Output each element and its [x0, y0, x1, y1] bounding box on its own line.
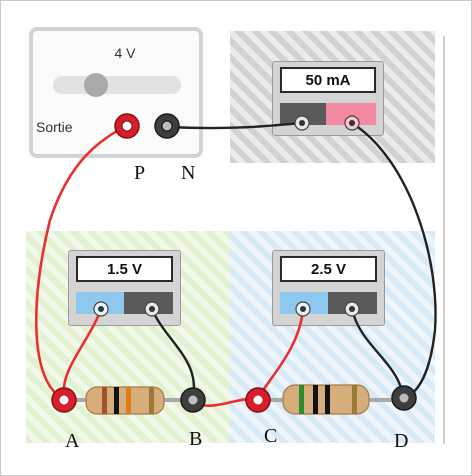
supply-voltage-value: 4 V — [114, 45, 136, 61]
clip-c — [245, 387, 271, 413]
terminal-p — [114, 113, 140, 139]
meter-sockets — [93, 115, 360, 317]
clip-b — [180, 387, 206, 413]
wire-n-to-ammeter — [166, 121, 303, 130]
label-d: D — [394, 430, 409, 452]
wire-ammeter-to-d — [351, 121, 437, 400]
ammeter-plus-port — [326, 103, 376, 125]
voltage-slider-knob[interactable] — [84, 73, 108, 97]
clip-a — [51, 387, 77, 413]
voltmeter-2: 2.5 V — [272, 250, 385, 326]
voltmeter-2-display: 2.5 V — [280, 256, 377, 282]
ammeter-display: 50 mA — [280, 67, 376, 93]
output-label: Sortie — [36, 119, 73, 135]
ammeter-com-port — [280, 103, 326, 125]
resistor-1 — [85, 386, 165, 415]
wire-v2-com-to-d — [350, 308, 405, 395]
wire-p-to-a — [34, 124, 127, 400]
voltmeter-1: 1.5 V — [68, 250, 181, 326]
label-c: C — [264, 425, 278, 447]
divider-line — [443, 36, 445, 444]
clip-d — [391, 385, 417, 411]
label-n: N — [181, 162, 196, 184]
voltmeter-1-display: 1.5 V — [76, 256, 173, 282]
resistor-2 — [282, 384, 370, 415]
label-p: P — [134, 162, 146, 184]
terminal-n — [154, 113, 180, 139]
label-a: A — [65, 430, 80, 452]
wire-v1-plus-to-a — [62, 308, 103, 397]
wire-v1-com-to-b — [150, 308, 196, 397]
label-b: B — [189, 428, 203, 450]
wire-v2-plus-to-c — [257, 308, 305, 397]
